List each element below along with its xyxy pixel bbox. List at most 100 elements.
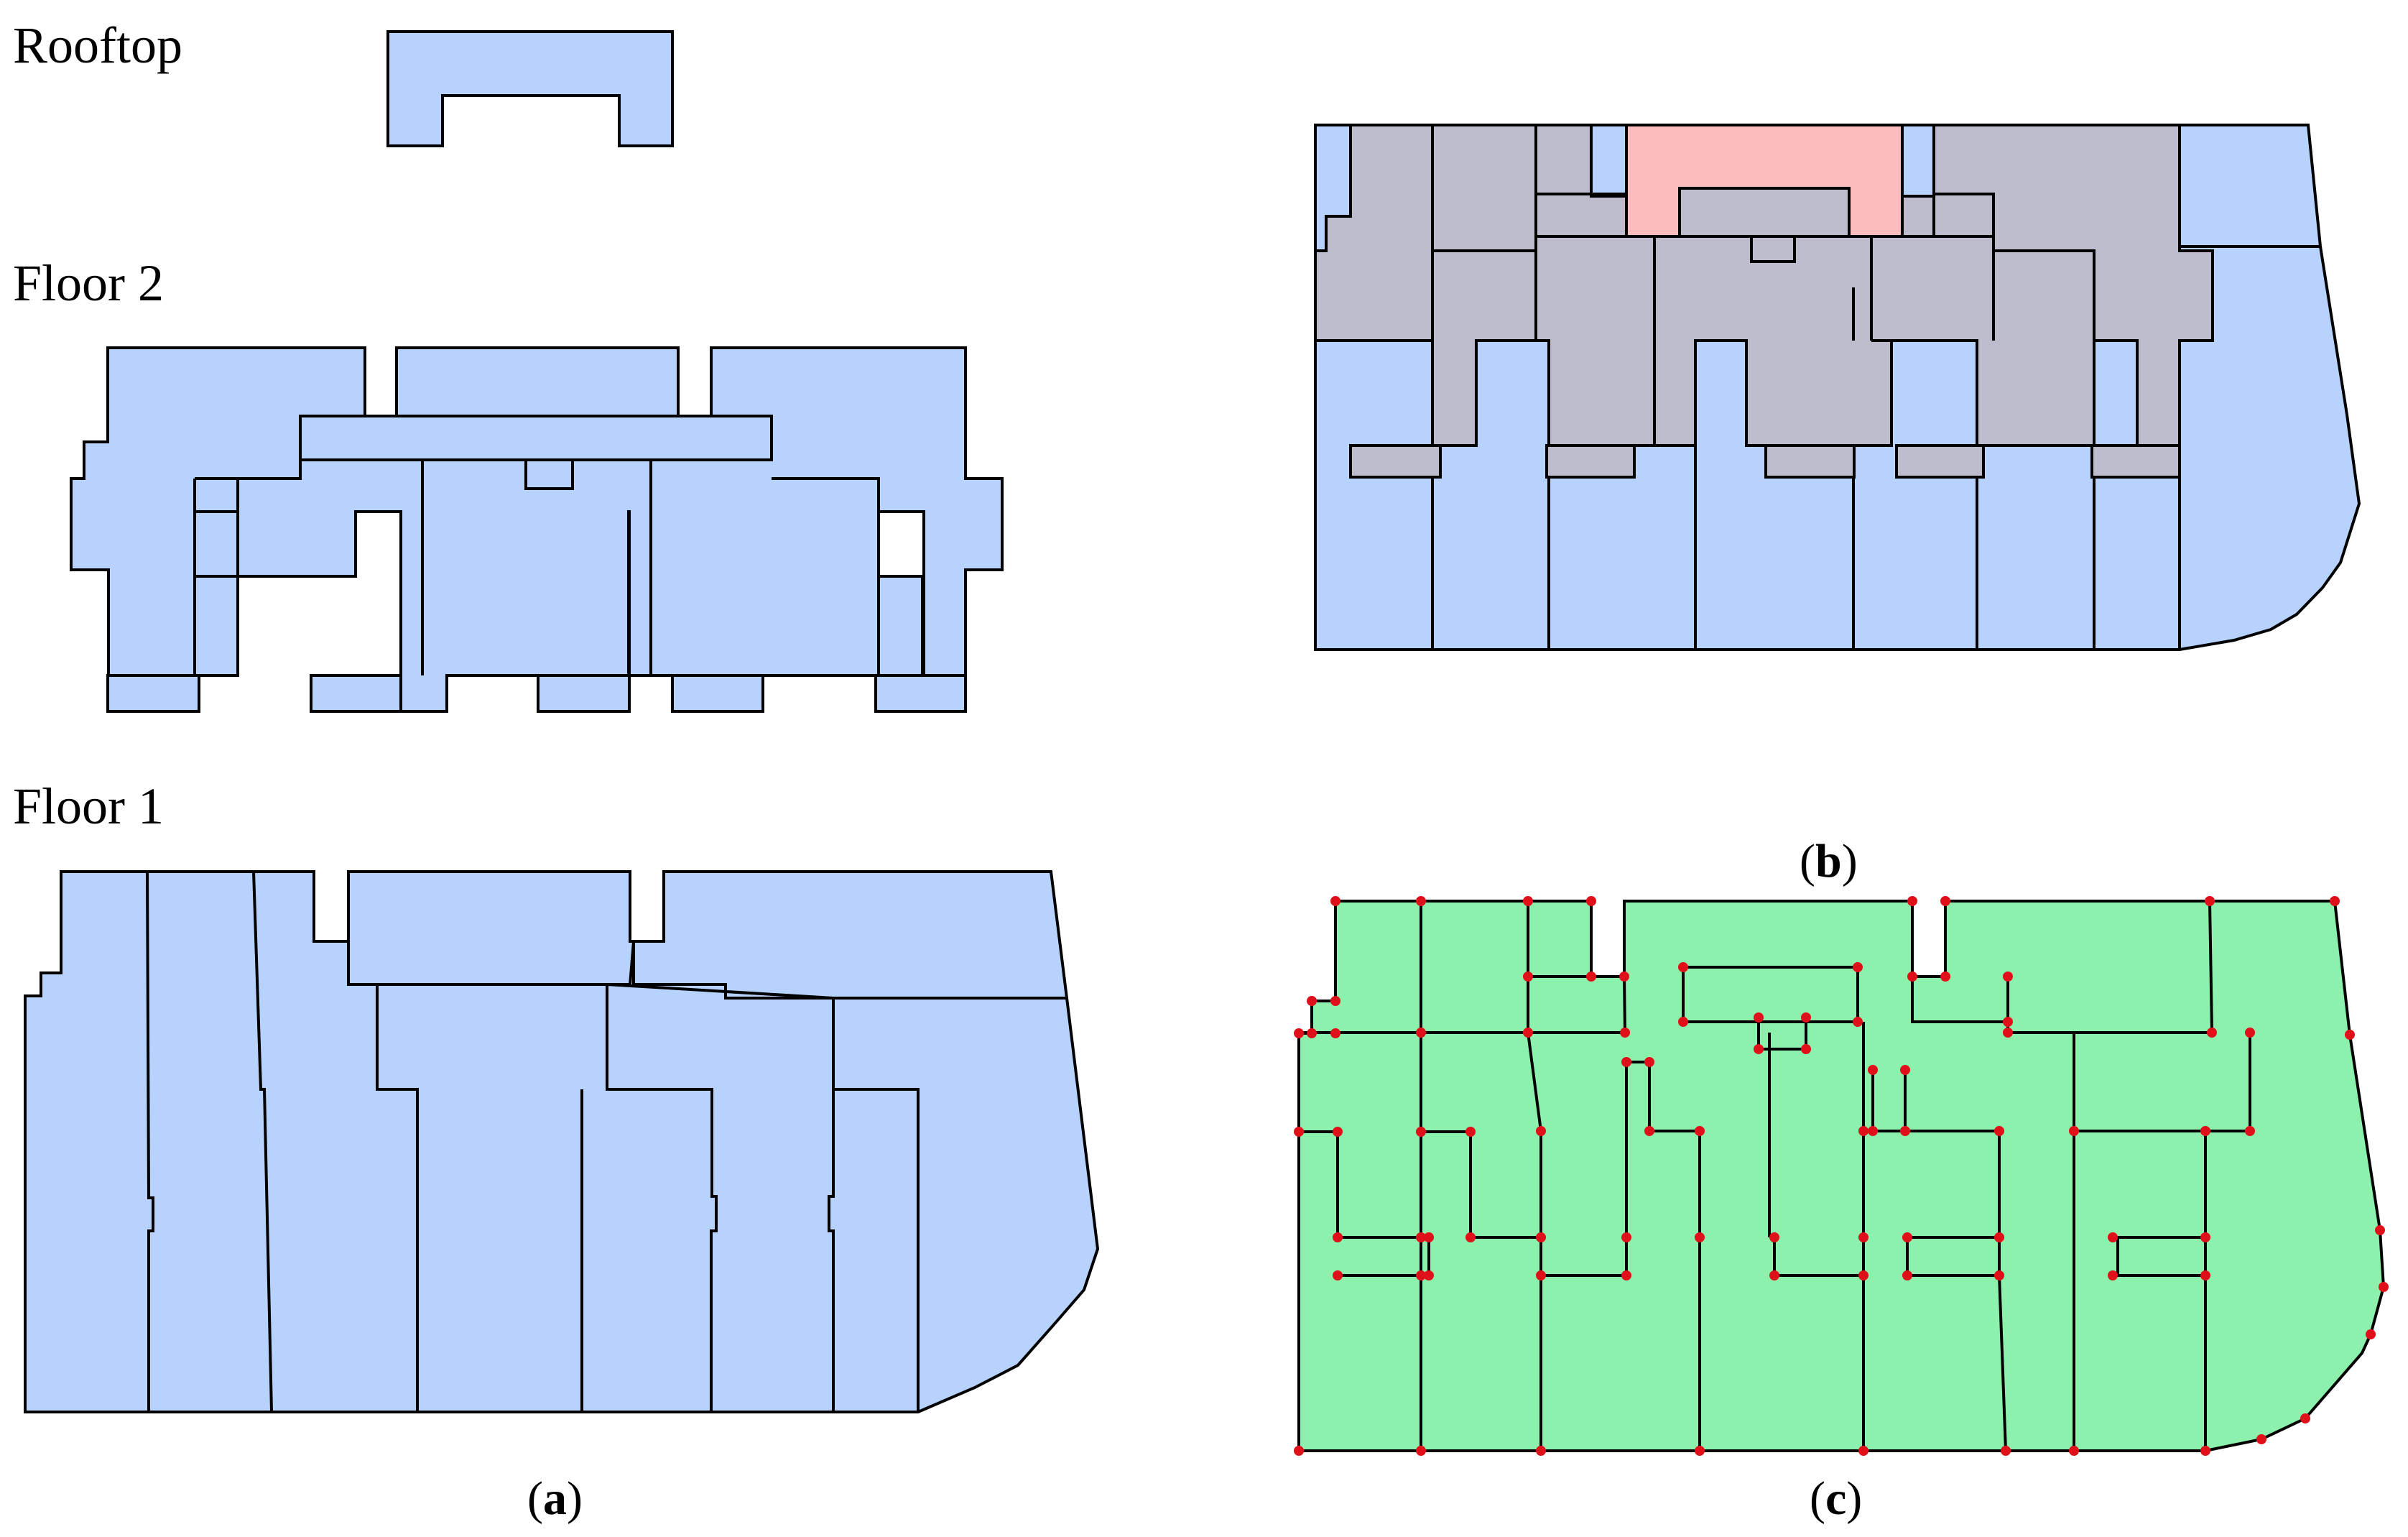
upper-floor-unit xyxy=(1895,444,1985,479)
graph-node xyxy=(2001,1446,2011,1456)
graph-node xyxy=(1416,1270,1426,1280)
graph-node xyxy=(1536,1446,1546,1456)
graph-node xyxy=(1416,1446,1426,1456)
rooftop-inner xyxy=(1678,187,1851,238)
floor-2-label: Floor 2 xyxy=(13,254,165,312)
floor-1-partition xyxy=(146,871,1067,1413)
graph-node xyxy=(1940,896,1950,906)
floor-1-plan xyxy=(24,870,1100,1413)
graph-node xyxy=(2069,1446,2079,1456)
floor-2-partition xyxy=(193,415,925,675)
upper-floor-unit xyxy=(2090,444,2181,479)
graph-node xyxy=(1858,1232,1868,1242)
upper-floor-plan xyxy=(1314,124,2214,447)
graph-node xyxy=(1536,1232,1546,1242)
graph-node xyxy=(2069,1126,2079,1136)
graph-node xyxy=(1523,1028,1533,1038)
graph-node xyxy=(1902,1270,1912,1280)
graph-node xyxy=(1416,896,1426,906)
graph-node xyxy=(1940,971,1950,982)
upper-floor-unit xyxy=(1764,444,1856,479)
floor-2-unit xyxy=(874,674,967,713)
floor-2-outline xyxy=(70,346,1004,713)
graph-node xyxy=(2200,1270,2210,1280)
graph-node xyxy=(1868,1065,1878,1075)
graph-node xyxy=(1769,1270,1779,1280)
graph-node xyxy=(1536,1270,1546,1280)
panel-c xyxy=(1297,900,2386,1452)
graph-node xyxy=(2330,896,2340,906)
graph-node xyxy=(1994,1232,2004,1242)
graph-node xyxy=(1465,1127,1476,1137)
topology-footprint xyxy=(1297,900,2386,1452)
graph-node xyxy=(1994,1270,2004,1280)
graph-node xyxy=(1294,1446,1304,1456)
graph-node xyxy=(2205,896,2215,906)
floor-2-plan xyxy=(70,346,1004,713)
graph-node xyxy=(1801,1044,1811,1054)
graph-node xyxy=(1858,1270,1868,1280)
graph-node xyxy=(1424,1232,1434,1242)
graph-node xyxy=(2366,1329,2376,1339)
graph-node xyxy=(1695,1232,1705,1242)
graph-node xyxy=(2375,1225,2385,1235)
graph-node xyxy=(1621,1270,1631,1280)
graph-node xyxy=(1536,1126,1546,1136)
graph-node xyxy=(1416,1028,1426,1038)
graph-node xyxy=(1907,971,1917,982)
graph-node xyxy=(1586,896,1596,906)
floor-2-unit xyxy=(310,674,402,713)
graph-node xyxy=(1695,1446,1705,1456)
graph-node xyxy=(2200,1446,2210,1456)
graph-node xyxy=(1424,1270,1434,1280)
graph-node xyxy=(2379,1282,2389,1292)
upper-floor-unit xyxy=(1349,444,1442,479)
graph-node xyxy=(2108,1270,2118,1280)
graph-node xyxy=(1333,1270,1343,1280)
graph-node xyxy=(1330,896,1340,906)
graph-node xyxy=(1801,1012,1811,1023)
graph-node xyxy=(1858,1446,1868,1456)
graph-node xyxy=(1621,1057,1631,1067)
graph-node xyxy=(1853,962,1863,972)
graph-node xyxy=(2207,1028,2217,1038)
graph-node xyxy=(1416,1127,1426,1137)
graph-node xyxy=(2003,1017,2013,1027)
floor-2-unit xyxy=(671,674,764,713)
rooftop-plan xyxy=(386,30,674,147)
graph-node xyxy=(1644,1057,1654,1067)
graph-node xyxy=(1333,1127,1343,1137)
graph-node xyxy=(2345,1030,2355,1040)
floor-2-unit xyxy=(106,674,200,713)
graph-node xyxy=(1907,896,1917,906)
graph-node xyxy=(2108,1232,2118,1242)
graph-node xyxy=(1333,1232,1343,1242)
graph-node xyxy=(2200,1126,2210,1136)
graph-node xyxy=(1416,1232,1426,1242)
graph-node xyxy=(1900,1065,1910,1075)
graph-node xyxy=(2245,1028,2255,1038)
caption-c: (c) xyxy=(1810,1472,1863,1525)
graph-node xyxy=(1307,996,1317,1006)
graph-node xyxy=(1330,996,1340,1006)
graph-node xyxy=(1330,1028,1340,1038)
graph-node xyxy=(1994,1126,2004,1136)
rooftop-label: Rooftop xyxy=(13,17,183,74)
graph-node xyxy=(1294,1127,1304,1137)
graph-node xyxy=(1858,1126,1868,1136)
graph-node xyxy=(1644,1126,1654,1136)
graph-node xyxy=(2003,971,2013,982)
graph-node xyxy=(1678,962,1688,972)
topology-nodes xyxy=(1294,896,2389,1456)
graph-node xyxy=(1586,971,1596,982)
panel-a xyxy=(24,30,1100,1413)
graph-node xyxy=(1619,971,1629,982)
floor-2-unit xyxy=(537,674,631,713)
upper-floor-unit xyxy=(1545,444,1636,479)
graph-node xyxy=(1678,1017,1688,1027)
graph-node xyxy=(1754,1012,1764,1023)
caption-b: (b) xyxy=(1800,835,1858,887)
graph-node xyxy=(1523,896,1533,906)
panel-b xyxy=(1314,124,2361,651)
graph-node xyxy=(1523,971,1533,982)
